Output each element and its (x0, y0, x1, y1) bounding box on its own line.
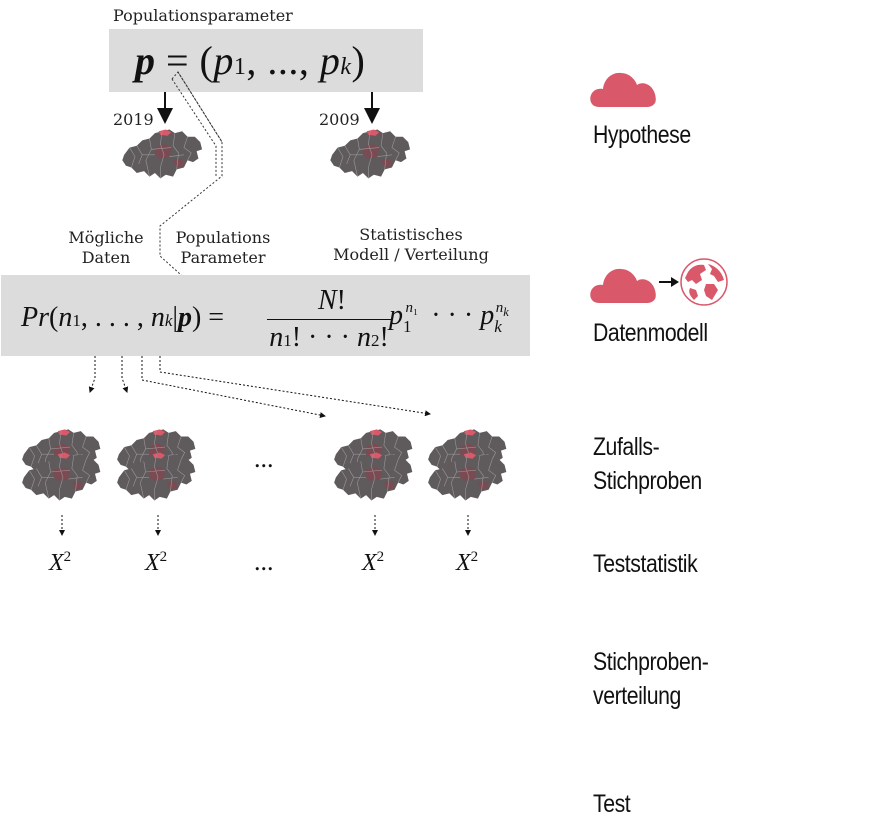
test-statistic-4: X2 (456, 549, 479, 576)
step-stichprobenverteilung: Stichproben- verteilung (593, 648, 709, 710)
test-statistic-3: X2 (362, 549, 385, 576)
sample-map-3 (333, 429, 413, 501)
year-label-2009: 2009 (319, 110, 360, 129)
step-teststatistik: Teststatistik (593, 550, 698, 578)
populationsparameter-title: Populationsparameter (113, 6, 293, 25)
sample-map-2 (116, 429, 196, 501)
sample-map-4 (427, 429, 507, 501)
cloud-icon (590, 72, 656, 107)
cloud-icon (590, 268, 656, 303)
arrow-right-icon (659, 277, 679, 287)
data-model-formula-box: Pr(n1, . . . , nk|p) = N! n1! · · · n2! … (1, 275, 530, 356)
step-hypothese: Hypothese (593, 121, 691, 149)
test-statistic-1: X2 (49, 549, 72, 576)
step-zufalls-stichproben: Zufalls- Stichproben (593, 433, 702, 495)
population-parameter-formula-box: p = (p1, ..., pk) (109, 29, 423, 92)
population-parameter-formula: p = (p1, ..., pk) (135, 38, 366, 83)
sample-ellipsis: ... (254, 444, 274, 473)
statistic-ellipsis: ... (254, 547, 274, 576)
step-test: Test (593, 790, 631, 818)
year-label-2019: 2019 (113, 110, 154, 129)
globe-icon (680, 258, 728, 306)
sample-map-1 (21, 429, 101, 501)
switzerland-map-icon (118, 124, 210, 182)
step-datenmodell: Datenmodell (593, 319, 708, 347)
switzerland-map-icon (326, 124, 418, 182)
test-statistic-2: X2 (145, 549, 168, 576)
data-model-formula: Pr(n1, . . . , nk|p) = N! n1! · · · n2! … (21, 285, 509, 353)
